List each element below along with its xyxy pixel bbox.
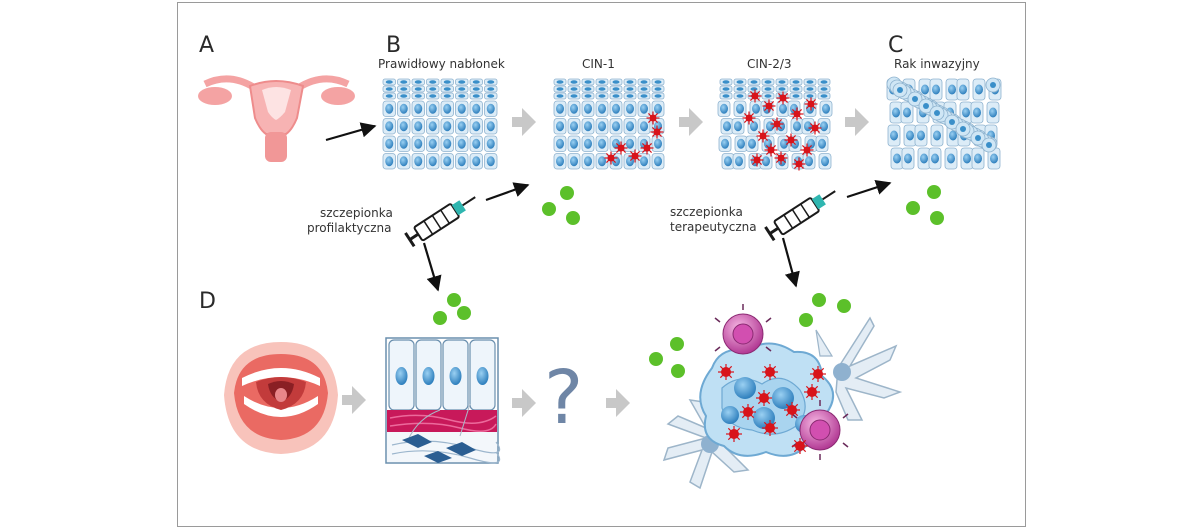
dendritic-cell-icon	[815, 316, 903, 421]
virus-particle-icon	[804, 384, 820, 400]
panel-label-a: A	[199, 33, 215, 58]
block-arrow	[512, 389, 536, 417]
virus-particle-icon	[792, 157, 806, 171]
virus-particle-icon	[726, 426, 742, 442]
virus-particle-icon	[762, 99, 776, 113]
arrow-prophylactic-to-cin1	[485, 182, 530, 202]
therapeutic-vaccine-label-1: szczepionka	[670, 205, 743, 219]
virus-particle-icon	[756, 390, 772, 406]
therapeutic-vaccine-label-2: terapeutyczna	[670, 220, 757, 234]
virus-particle-icon	[784, 133, 798, 147]
virus-particle-icon	[740, 404, 756, 420]
virus-particle-icon	[542, 186, 580, 225]
virus-particle-icon	[750, 153, 764, 167]
virus-particle-icon	[650, 125, 664, 139]
arrow-therapeutic-to-immune	[781, 237, 800, 288]
virus-particle-icon	[792, 438, 808, 454]
block-arrow	[845, 108, 869, 136]
virus-particle-icon	[756, 129, 770, 143]
syringe-icon	[404, 196, 476, 248]
mouth-icon	[224, 342, 338, 454]
arrow-therapeutic-to-invasive	[846, 179, 892, 199]
block-arrow	[512, 108, 536, 136]
syringe-icon	[764, 190, 836, 242]
invasive-cancer-tissue	[886, 76, 1002, 170]
t-cell-icon	[791, 400, 849, 460]
virus-particle-icon	[628, 149, 642, 163]
virus-particle-icon	[906, 185, 944, 225]
arrow-to-normal	[325, 122, 377, 142]
virus-particle-icon	[790, 107, 804, 121]
virus-particle-icon	[646, 111, 660, 125]
oral-mucosa-epithelium	[385, 337, 501, 464]
virus-particles	[718, 364, 826, 454]
panel-label-c: C	[888, 33, 904, 58]
uterus-icon	[198, 75, 355, 162]
virus-particle-icon	[649, 293, 851, 378]
virus-particle-icon	[762, 364, 778, 380]
block-arrow	[679, 108, 703, 136]
panel-label-d: D	[199, 289, 216, 314]
virus-particle-icon	[770, 117, 784, 131]
virus-particle-icon	[800, 143, 814, 157]
prophylactic-vaccine-label-1: szczepionka	[320, 206, 393, 220]
virus-particle-icon	[748, 89, 762, 103]
stage-label-normal: Prawidłowy nabłonek	[378, 57, 505, 71]
virus-particle-icon	[784, 402, 800, 418]
virus-particle-icon	[774, 151, 788, 165]
virus-particle-icon	[762, 420, 778, 436]
stage-label-cin23: CIN-2/3	[747, 57, 792, 71]
virus-particle-icon	[433, 293, 471, 325]
block-arrow	[342, 386, 366, 414]
virus-particle-icon	[640, 141, 654, 155]
block-arrow	[606, 389, 630, 417]
virus-particle-icon	[808, 121, 822, 135]
virus-particle-icon	[614, 141, 628, 155]
virus-particle-icon	[776, 91, 790, 105]
arrow-prophylactic-to-mucosa	[422, 242, 442, 292]
prophylactic-vaccine-label-2: profilaktyczna	[307, 221, 392, 235]
normal-epithelium	[382, 78, 498, 170]
stage-label-invasive: Rak inwazyjny	[894, 57, 980, 71]
cin1-epithelium	[553, 78, 665, 170]
virus-particle-icon	[764, 143, 778, 157]
immune-response-cluster	[662, 304, 903, 490]
t-cell-icon	[714, 304, 772, 355]
stage-label-cin1: CIN-1	[582, 57, 615, 71]
cin23-epithelium	[717, 78, 833, 171]
question-mark: ?	[544, 355, 584, 441]
virus-particle-icon	[718, 364, 734, 380]
virus-particle-icon	[804, 97, 818, 111]
virus-particle-icon	[742, 111, 756, 125]
virus-particle-icon	[810, 366, 826, 382]
virus-particle-icon	[604, 151, 618, 165]
panel-label-b: B	[386, 33, 402, 58]
